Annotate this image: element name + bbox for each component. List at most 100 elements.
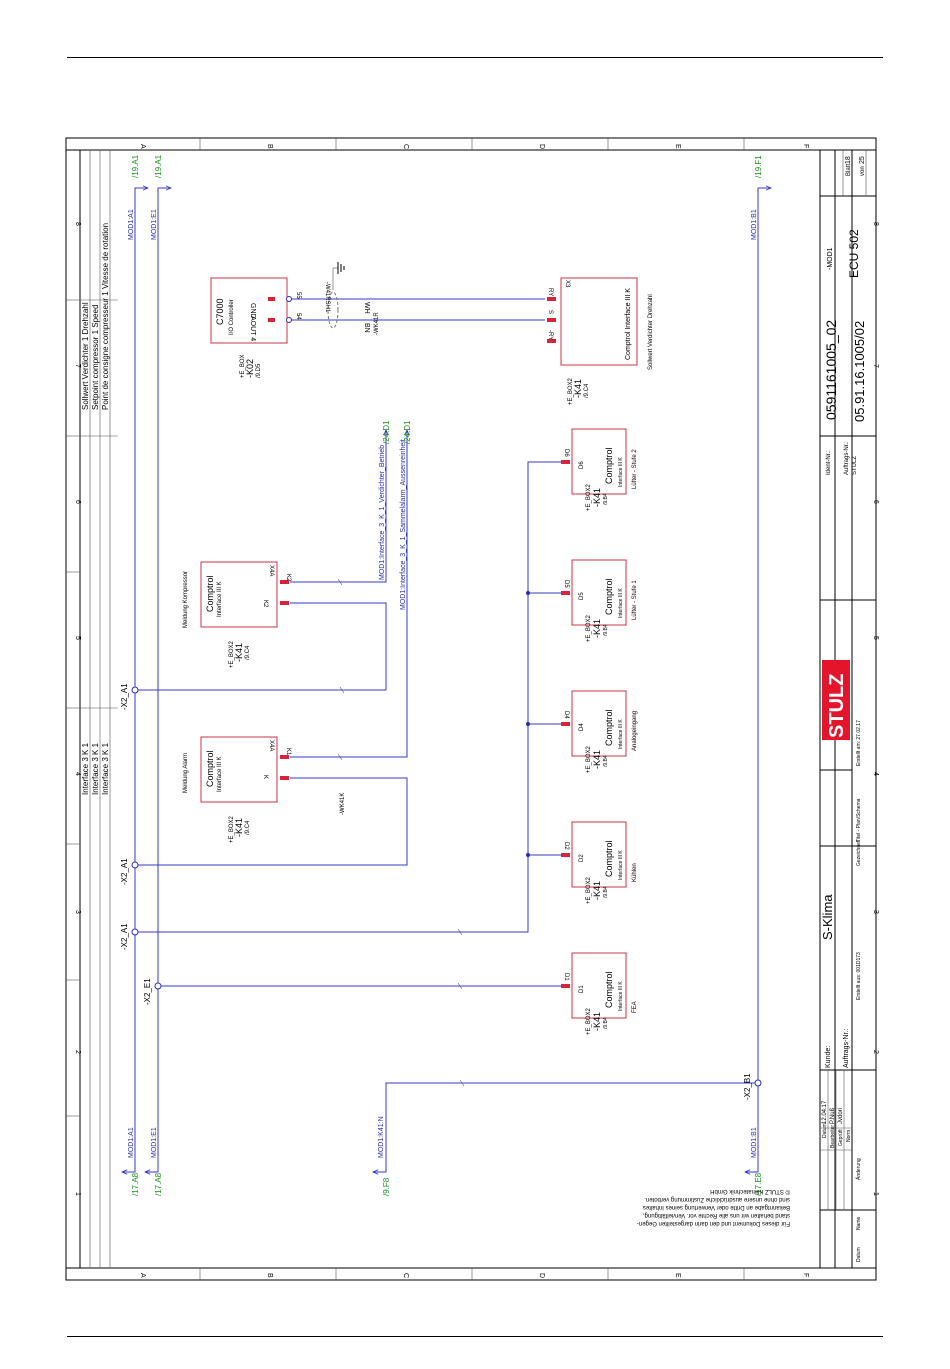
ref-24-2: /24.D1 xyxy=(403,420,412,444)
kunde-value: S-Klima xyxy=(820,894,835,940)
mod-name: -MOD1 xyxy=(827,247,834,270)
product-name: ECU 502 xyxy=(847,229,861,278)
c7000-t54: 54 xyxy=(295,313,301,320)
module-pin-label: D5 xyxy=(563,580,569,588)
titel: Titel - Plan/Schema xyxy=(856,798,862,842)
terminal-x2-b1-label: -X2_B1 xyxy=(743,1073,752,1100)
terminal-x2-a1-b xyxy=(131,861,139,869)
komp-p1: +E_BOX2 xyxy=(229,640,235,668)
erstellt-am: Erstellt am: 27.02.17 xyxy=(856,720,862,766)
terminal-x2-a1-a xyxy=(131,686,139,694)
terminal-x2-a1-a-label: -X2_A1 xyxy=(120,683,129,710)
svg-text:Für dieses Dokument und den da: Für dieses Dokument und den darin darges… xyxy=(637,1220,790,1226)
komp-p3: /9.C4 xyxy=(245,645,251,660)
ref-e1-top: /19.A1 xyxy=(154,154,163,178)
module-d6-box xyxy=(571,428,627,495)
c7000-controller: C7000 I/O Controller GND AOUT 4 55 54 +E… xyxy=(210,277,301,378)
module-caption: Lüfter - Stufe 1 xyxy=(632,580,638,620)
col-8-left: 8 xyxy=(74,222,81,226)
col-5-right: 5 xyxy=(872,636,879,640)
module-p3: /9.B4 xyxy=(603,886,609,898)
module-pin-inner: D6 xyxy=(579,461,585,469)
col-7-right: 7 xyxy=(872,364,879,368)
col-3-left: 3 xyxy=(74,910,81,914)
col-5-left: 5 xyxy=(74,636,81,640)
col-2-right: 2 xyxy=(872,1050,879,1054)
module-name: Comptrol xyxy=(604,578,614,615)
module-meldung-alarm: Meldung Alarm Comptrol Interface III K K… xyxy=(183,736,346,843)
terminal-x2-b1 xyxy=(754,1079,762,1087)
module-p2: -K41 xyxy=(592,1012,602,1031)
module-pin-label: D1 xyxy=(563,973,569,981)
module-p2: -K41 xyxy=(592,619,602,638)
sheet-frame xyxy=(65,137,877,1281)
module-pin-inner: D5 xyxy=(579,592,585,600)
module-caption: FEA xyxy=(632,1001,638,1013)
cable-shield-label: -W41RSH1 xyxy=(324,282,330,313)
col-4-left: 4 xyxy=(74,772,81,776)
module-name: Comptrol xyxy=(604,709,614,746)
komp-x4a: X4A xyxy=(268,565,274,576)
module-pin-inner: D1 xyxy=(579,985,585,993)
k41-main-ry2: -RY xyxy=(547,330,553,340)
module-sub: Interface III K xyxy=(618,588,624,618)
cable-wh-label: WH xyxy=(363,302,370,314)
header-left-line-3: Interface 3 K 1 xyxy=(101,742,110,795)
komp-p2: -K41 xyxy=(234,643,244,662)
row-e-bottom: E xyxy=(674,1273,681,1278)
module-p1: +E_BOX2 xyxy=(586,614,592,642)
k41-main-ry1: RY xyxy=(547,288,553,296)
col-8-right: 8 xyxy=(872,222,879,226)
module-p3: /9.B4 xyxy=(603,755,609,767)
k41-main-p1: +E_BOX2 xyxy=(568,377,574,405)
module-caption: Kühlen xyxy=(632,863,638,882)
module-caption: Analogeingang xyxy=(632,711,638,751)
ref-a1-top: /19.A1 xyxy=(131,154,140,178)
net-mod1-a1-bottom: MOD1:A1 xyxy=(128,1127,135,1158)
wire-k41n xyxy=(385,1082,758,1162)
bus-wires xyxy=(122,188,771,1172)
row-b-top: B xyxy=(266,144,273,149)
c7000-sub: I/O Controller xyxy=(229,299,235,335)
module-d5-box xyxy=(571,559,627,626)
gepr-value: Jvdori xyxy=(838,1108,844,1124)
row-b-bottom: B xyxy=(266,1273,273,1278)
ref-e1-bottom: /17.A8 xyxy=(154,1172,163,1196)
module-caption: Lüfter - Stufe 2 xyxy=(632,449,638,489)
module-p1: +E_BOX2 xyxy=(586,876,592,904)
alarm-k: K xyxy=(262,775,268,779)
cable-wk41r: -W41RSH1 WH BN -WK41R xyxy=(324,262,380,335)
row-a-bottom: A xyxy=(139,1273,146,1278)
header-right-line-3: Point de consigne compresseur 1 Vitesse … xyxy=(101,223,110,410)
col-6-left: 6 xyxy=(74,500,81,504)
k41-main-s: S xyxy=(547,310,553,314)
module-pin-label: D4 xyxy=(563,711,569,719)
module-pin-inner: D4 xyxy=(579,723,585,731)
ref-b1-bottom: /17.E8 xyxy=(754,1172,763,1196)
datum-value: 12.04.17 xyxy=(822,1100,828,1124)
module-pin-inner: D2 xyxy=(579,854,585,862)
module-name: Comptrol xyxy=(604,971,614,1008)
svg-text:stand behalten wir uns alle Re: stand behalten wir uns alle Rechte vor. … xyxy=(643,1212,790,1218)
signal-wires xyxy=(138,298,565,990)
svg-text:Bekanntgabe an Dritte oder Ver: Bekanntgabe an Dritte oder Verwertung se… xyxy=(643,1204,790,1210)
net-mod1-b1-bottom: MOD1:B1 xyxy=(751,1127,758,1158)
module-p3: /9.B4 xyxy=(603,1017,609,1029)
module-pin-label: D6 xyxy=(563,449,569,457)
module-p2: -K41 xyxy=(592,488,602,507)
ident-label: Ident-Nr.: xyxy=(826,450,832,475)
auftrag-nr-value: 05.91.16.1005/02 xyxy=(852,321,867,422)
module-d4-box xyxy=(571,690,627,757)
module-p1: +E_BOX2 xyxy=(586,1007,592,1035)
row-a-top: A xyxy=(139,144,146,149)
von-value: 25 xyxy=(859,156,866,164)
c7000-p1: +E_BOX xyxy=(240,354,246,378)
bearb-label: Bearbeiter xyxy=(830,1125,836,1148)
ident-value: 0591161005_02 xyxy=(823,320,839,420)
bottom-rule xyxy=(67,1336,883,1337)
k41-main-x3: X3 xyxy=(564,280,570,288)
alarm-cable: -WK41K xyxy=(340,793,346,815)
datum2-label: Datum xyxy=(856,1247,862,1262)
